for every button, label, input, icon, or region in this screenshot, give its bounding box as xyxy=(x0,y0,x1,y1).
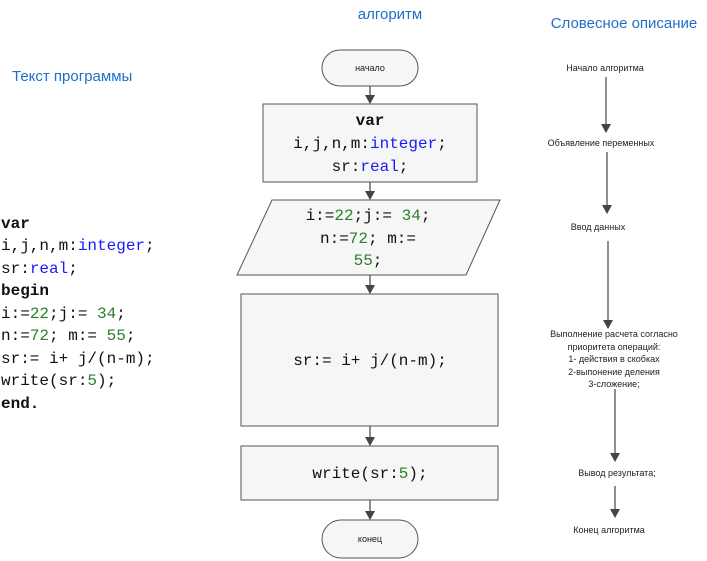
description-header: Словесное описание xyxy=(551,15,698,32)
code-line: sr:= i+ j/(n-m); xyxy=(1,350,155,368)
end-terminal xyxy=(321,519,419,559)
input-block xyxy=(236,199,501,276)
program-header: Текст программы xyxy=(12,68,132,85)
flowchart: начало var i,j,n,m:integer; sr:real; i:=… xyxy=(236,49,501,559)
input-line: 55; xyxy=(354,252,383,270)
input-line: i:=22;j:= 34; xyxy=(306,207,431,225)
output-label: write(sr:5); xyxy=(312,465,427,483)
decl-line: sr:real; xyxy=(332,158,409,176)
code-line: i,j,n,m:integer; xyxy=(1,237,155,255)
process-label: sr:= i+ j/(n-m); xyxy=(293,352,447,370)
desc-process: 2-выпонение деления xyxy=(568,367,660,377)
desc-process: приоритета операций: xyxy=(568,342,661,352)
desc-end: Конец алгоритма xyxy=(573,525,645,535)
declaration-block xyxy=(262,103,478,183)
verbal-description: Начало алгоритма Объявление переменных В… xyxy=(548,63,678,535)
code-line: sr:real; xyxy=(1,260,78,278)
program-code: var i,j,n,m:integer; sr:real; begin i:=2… xyxy=(1,215,155,413)
start-label: начало xyxy=(355,63,385,73)
decl-line: i,j,n,m:integer; xyxy=(293,135,447,153)
process-block xyxy=(240,293,499,427)
input-line: n:=72; m:= xyxy=(320,230,416,248)
decl-line: var xyxy=(356,112,385,130)
desc-process: Выполнение расчета согласно xyxy=(550,329,678,339)
output-block xyxy=(240,445,499,501)
desc-declare: Объявление переменных xyxy=(548,138,655,148)
code-line: var xyxy=(1,215,30,233)
code-line: n:=72; m:= 55; xyxy=(1,327,135,345)
end-label: конец xyxy=(358,534,382,544)
code-line: begin xyxy=(1,282,49,300)
desc-start: Начало алгоритма xyxy=(566,63,644,73)
code-line: write(sr:5); xyxy=(1,372,116,390)
desc-output: Вывод результата; xyxy=(578,468,655,478)
code-line: end. xyxy=(1,395,39,413)
code-line: i:=22;j:= 34; xyxy=(1,305,126,323)
desc-input: Ввод данных xyxy=(571,222,626,232)
desc-process: 3-сложение; xyxy=(588,379,639,389)
desc-process: 1- действия в скобках xyxy=(568,354,660,364)
algorithm-header: алгоритм xyxy=(358,6,422,23)
